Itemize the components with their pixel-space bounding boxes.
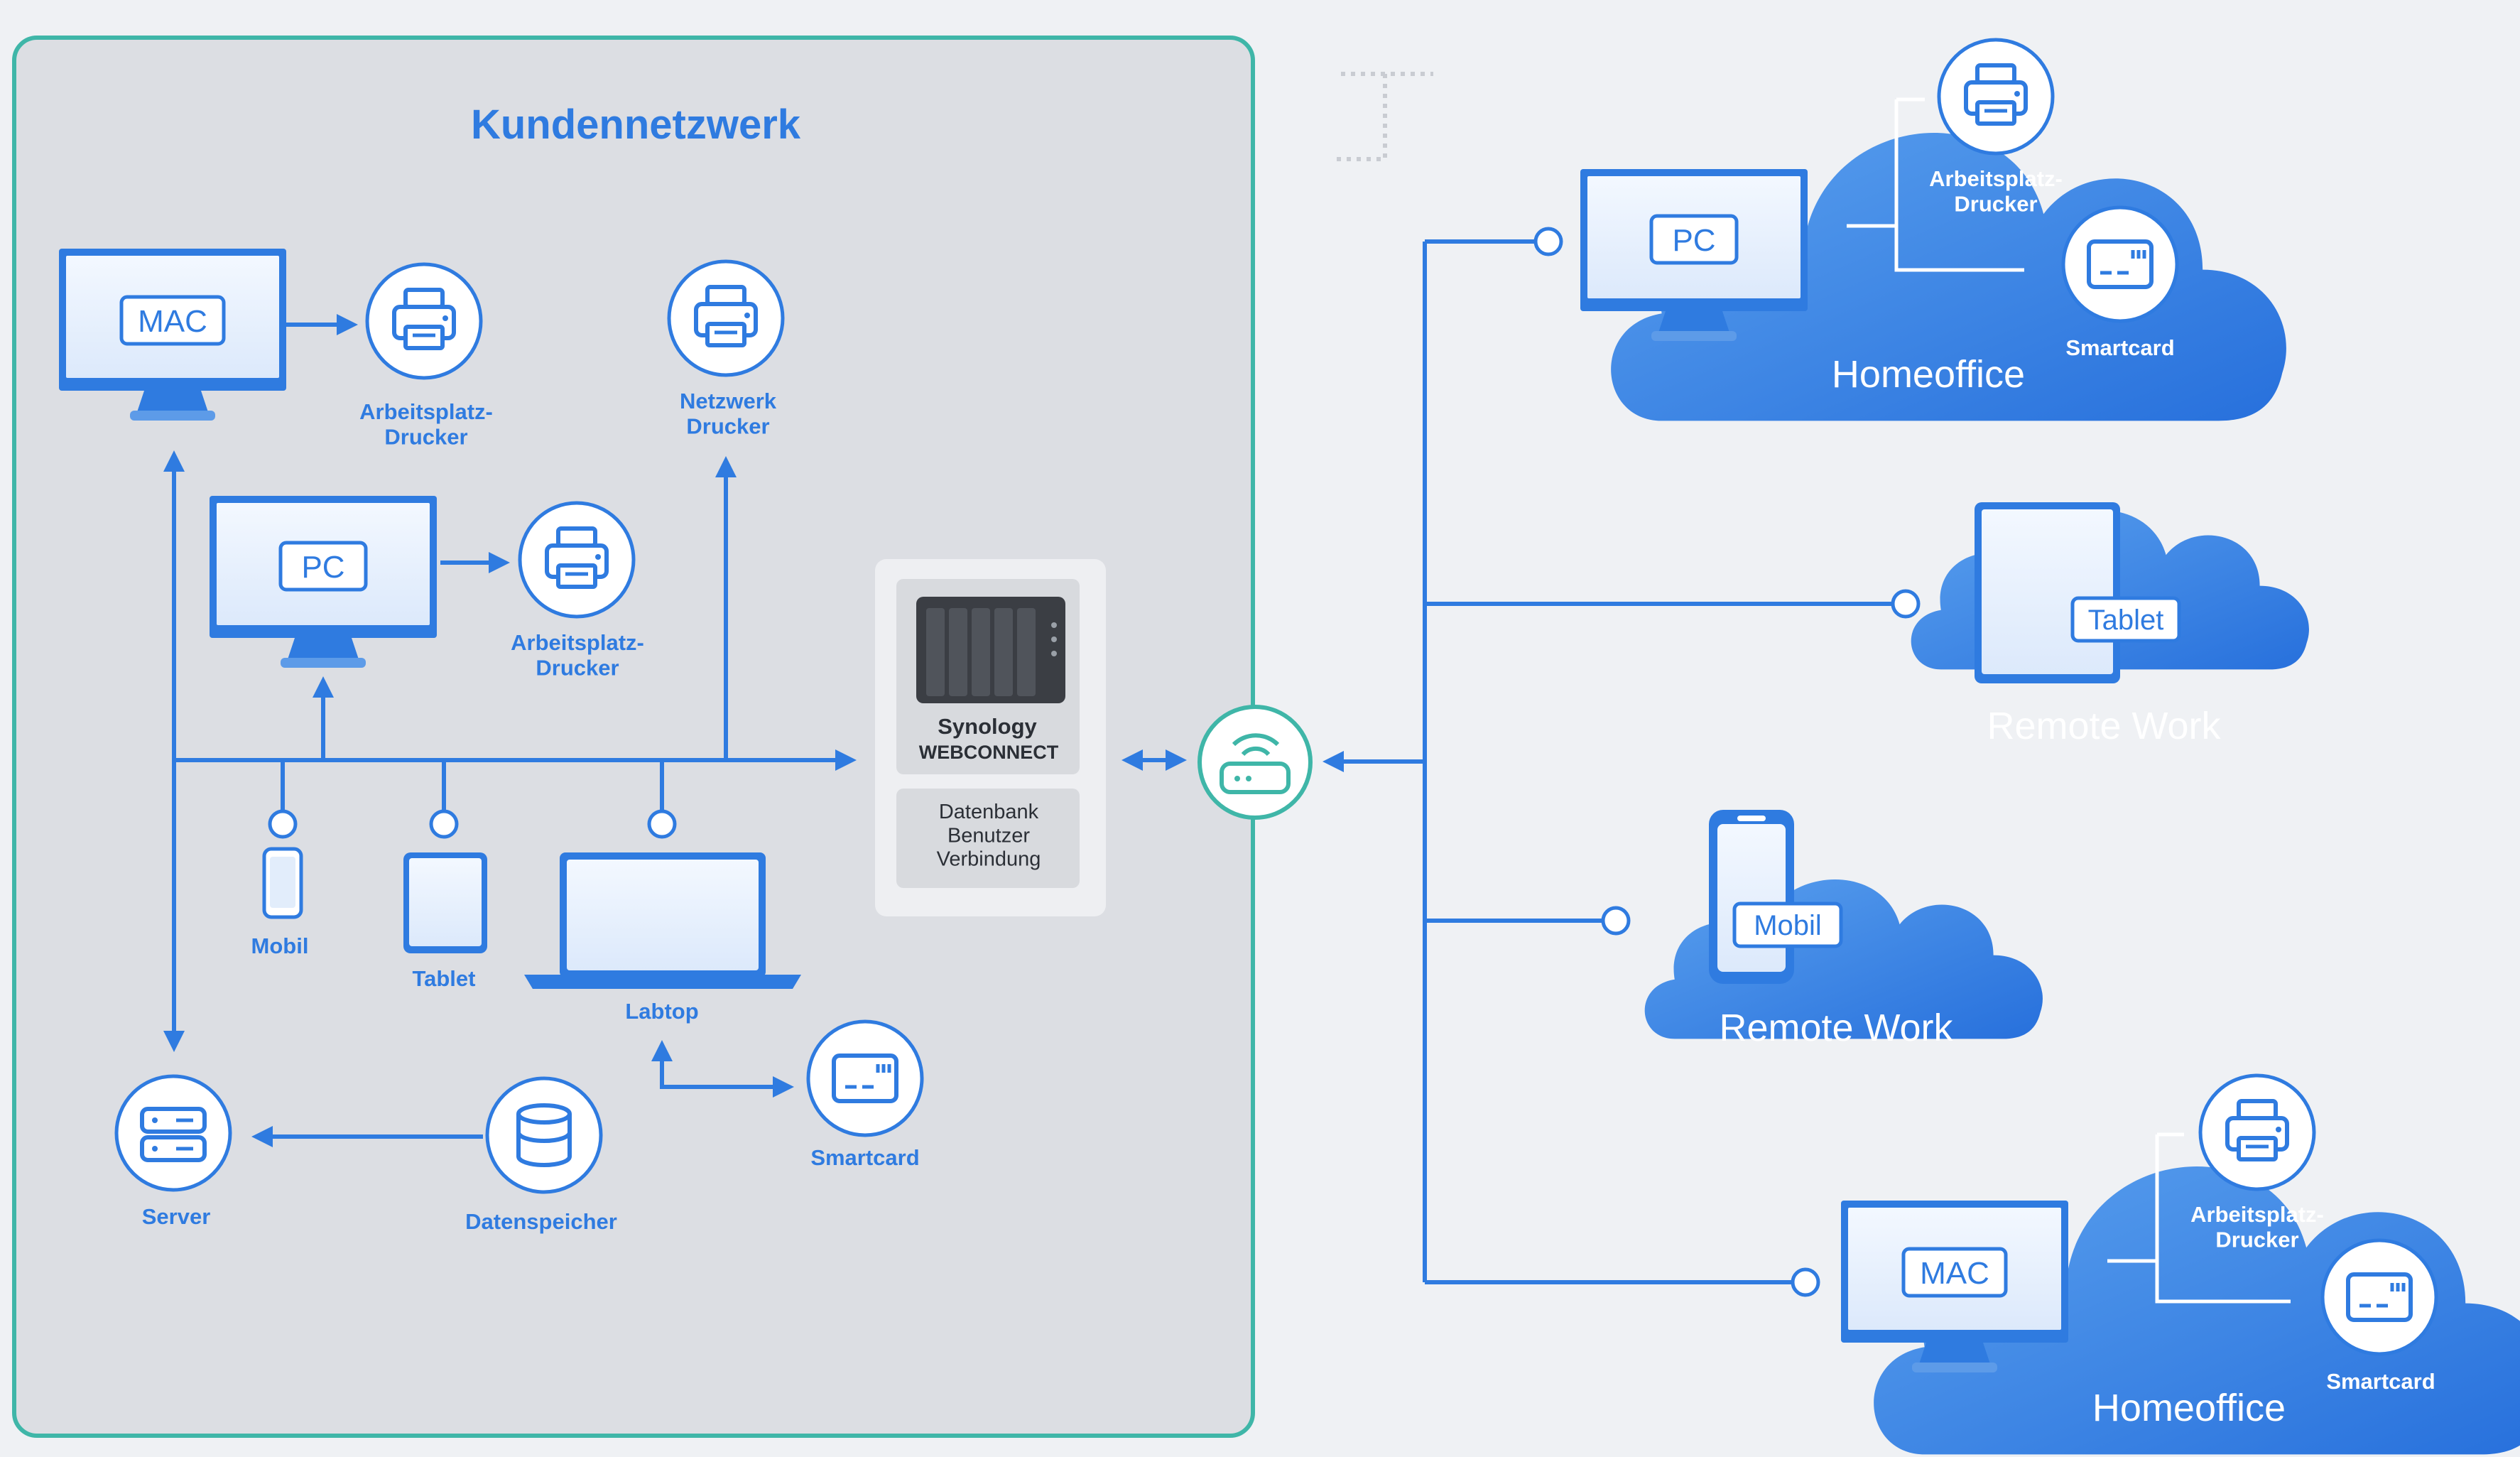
smartcard-icon[interactable] <box>808 1022 922 1135</box>
nas-product: WEBCONNECT <box>919 742 1059 763</box>
svg-text:PC: PC <box>1672 223 1715 258</box>
database-icon[interactable] <box>487 1078 601 1192</box>
laptop-node <box>647 809 677 839</box>
pc-label: PC <box>301 550 344 585</box>
laptop-label: Labtop <box>625 999 698 1024</box>
printer-pc-icon[interactable] <box>520 503 634 617</box>
remote-tablet-cloud: Tablet Remote Work <box>1911 502 2309 747</box>
svg-text:Mobil: Mobil <box>1754 910 1822 941</box>
svg-text:MAC: MAC <box>1920 1256 1989 1291</box>
homeoffice-pc-printer-icon[interactable] <box>1939 40 2053 153</box>
printer-mac-icon[interactable] <box>367 264 481 378</box>
printer-mac-label: Arbeitsplatz-Drucker <box>359 399 493 450</box>
homeoffice-mac-cloud: MAC Arbeitsplatz-Drucker Smartcard Homeo… <box>1841 1076 2520 1455</box>
mac-label: MAC <box>138 304 207 339</box>
local-connections <box>163 314 857 1147</box>
network-printer-icon[interactable] <box>669 261 783 375</box>
svg-text:Smartcard: Smartcard <box>2326 1369 2435 1394</box>
remote-tablet-device[interactable]: Tablet <box>1975 502 2181 683</box>
remote-mobile-title: Remote Work <box>1719 1007 1953 1049</box>
homeoffice-mac-printer-icon[interactable] <box>2200 1076 2314 1189</box>
remote-mobile-device[interactable]: Mobil <box>1709 810 1843 984</box>
smartcard-label: Smartcard <box>810 1145 919 1170</box>
homeoffice-mac-title: Homeoffice <box>2092 1387 2286 1429</box>
tablet-node <box>429 809 459 839</box>
svg-text:Arbeitsplatz-Drucker: Arbeitsplatz-Drucker <box>1929 166 2063 217</box>
svg-text:Tablet: Tablet <box>2088 605 2164 636</box>
homeoffice-mac-node <box>1791 1267 1820 1297</box>
homeoffice-pc-cloud: PC Arbeitsplatz-Drucker Smartcard Homeof… <box>1580 40 2286 421</box>
mobile-label: Mobil <box>251 933 309 958</box>
svg-text:Smartcard: Smartcard <box>2065 335 2174 360</box>
network-title: Kundennetzwerk <box>471 102 801 148</box>
tablet-label: Tablet <box>413 966 476 991</box>
remote-mobile-cloud: Mobil Remote Work <box>1644 810 2043 1049</box>
mobile-node <box>268 809 298 839</box>
remote-mobile-node <box>1601 906 1631 936</box>
printer-pc-label: Arbeitsplatz-Drucker <box>511 630 644 681</box>
wifi-router-icon[interactable] <box>1197 705 1313 820</box>
laptop-icon[interactable] <box>524 852 801 989</box>
decorative-dots <box>1335 72 1433 161</box>
mac-monitor[interactable]: MAC <box>59 249 286 421</box>
homeoffice-pc-title: Homeoffice <box>1832 353 2025 396</box>
homeoffice-pc-smartcard-icon[interactable] <box>2063 207 2177 321</box>
homeoffice-mac-smartcard-icon[interactable] <box>2323 1240 2436 1354</box>
homeoffice-mac-monitor[interactable]: MAC <box>1841 1201 2068 1372</box>
mobile-phone-icon[interactable] <box>262 847 303 919</box>
tablet-icon[interactable] <box>403 852 487 953</box>
homeoffice-pc-node <box>1533 227 1563 256</box>
pc-monitor[interactable]: PC <box>210 496 437 668</box>
storage-label: Datenspeicher <box>465 1209 617 1234</box>
remote-connections <box>1323 239 1891 1284</box>
homeoffice-pc-monitor[interactable]: PC <box>1580 169 1808 341</box>
server-icon[interactable] <box>116 1076 230 1190</box>
remote-tablet-node <box>1891 589 1921 619</box>
nas-brand: Synology <box>938 714 1037 739</box>
svg-text:Arbeitsplatz-Drucker: Arbeitsplatz-Drucker <box>2190 1202 2324 1252</box>
remote-tablet-title: Remote Work <box>1987 705 2221 747</box>
server-label: Server <box>142 1204 211 1229</box>
